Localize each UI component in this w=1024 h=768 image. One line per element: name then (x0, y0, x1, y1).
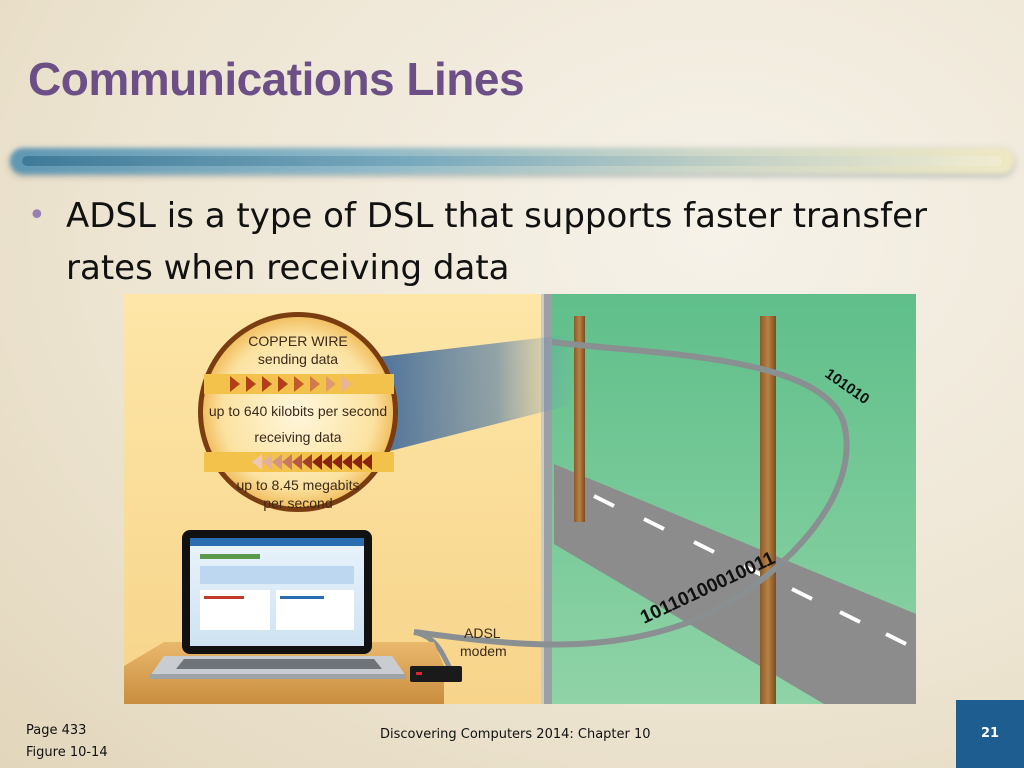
page-number-box: 21 (956, 700, 1024, 768)
bullet-item: • ADSL is a type of DSL that supports fa… (28, 190, 998, 294)
modem-label-line2: modem (460, 643, 507, 659)
sending-rate: up to 640 kilobits per second (209, 403, 387, 419)
receiving-label: receiving data (254, 429, 341, 445)
road (554, 464, 916, 704)
utility-pole-back (574, 316, 585, 522)
bullet-dot-icon: • (28, 198, 46, 233)
phone-cable (413, 339, 850, 648)
slide-title: Communications Lines (28, 53, 525, 105)
title-divider-core (22, 156, 1002, 166)
footer-page: Page 433 (26, 723, 87, 738)
page-number: 21 (980, 726, 1000, 741)
sending-label: sending data (258, 351, 338, 367)
footer-figure: Figure 10-14 (26, 745, 108, 760)
metal-pole (541, 294, 552, 704)
receiving-arrows (252, 454, 372, 470)
receiving-rate-line2: per second (263, 495, 332, 511)
footer-course: Discovering Computers 2014: Chapter 10 (380, 727, 651, 742)
sending-arrows (230, 376, 352, 392)
copper-wire-callout: COPPER WIRE sending data up to 640 kilob… (198, 312, 398, 512)
footer-reference: Page 433 Figure 10-14 (26, 720, 108, 764)
bullet-text: ADSL is a type of DSL that supports fast… (66, 196, 927, 288)
adsl-figure: 101010 10110100010011 ADSL modem (124, 294, 916, 704)
utility-pole-front (760, 316, 776, 704)
callout-title: COPPER WIRE (248, 333, 348, 349)
modem-label-line1: ADSL (464, 625, 501, 641)
receiving-rate-line1: up to 8.45 megabits (237, 477, 360, 493)
laptop (150, 530, 406, 679)
adsl-modem (410, 666, 462, 682)
